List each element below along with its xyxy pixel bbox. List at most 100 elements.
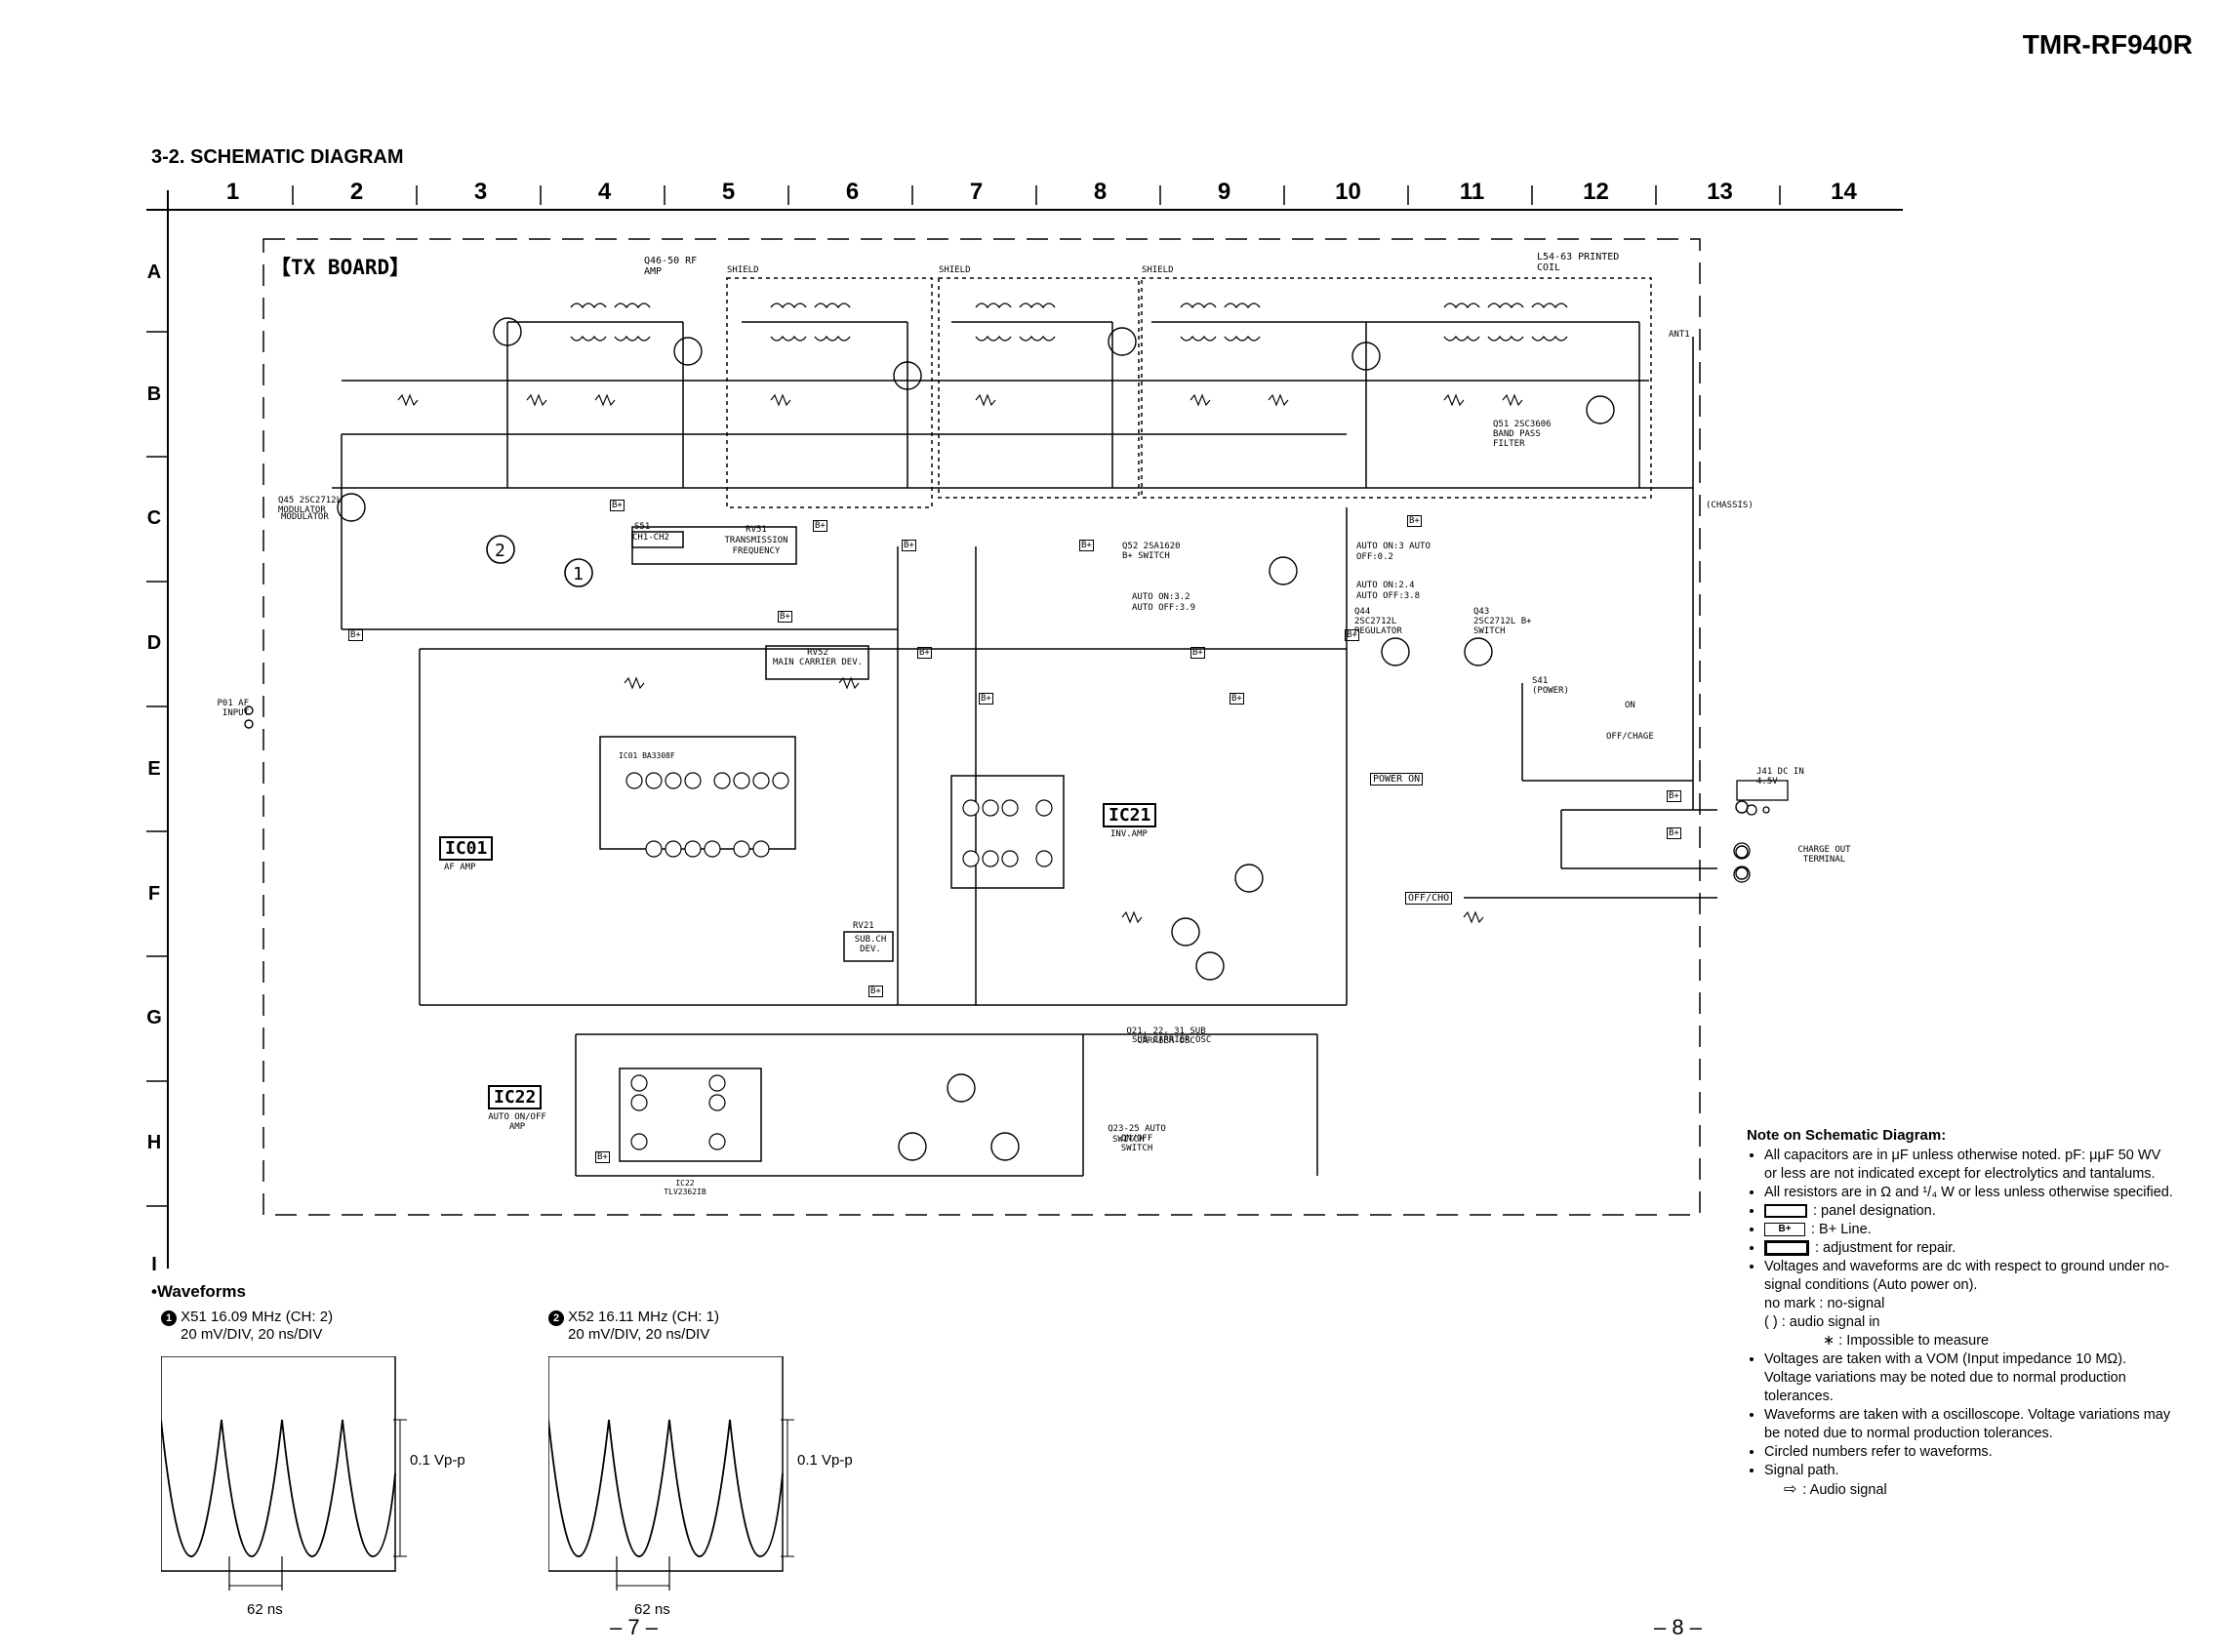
row-letter: I <box>151 1254 157 1275</box>
note-item: All capacitors are in μF unless otherwis… <box>1764 1147 2176 1184</box>
svg-text:2: 2 <box>495 541 505 561</box>
waveform-1-title: X51 16.09 MHz (CH: 2) <box>181 1309 334 1325</box>
shield-label: SHIELD <box>727 265 759 275</box>
waveform-2-vpp: 0.1 Vp-p <box>797 1452 853 1469</box>
bplus-marker: B+ <box>595 1151 610 1163</box>
note-item: Circled numbers refer to waveforms. <box>1764 1443 2176 1462</box>
section-title: 3-2. SCHEMATIC DIAGRAM <box>151 146 404 168</box>
chassis-label: (CHASSIS) <box>1706 501 1754 510</box>
note-text: : Audio signal <box>1802 1482 1887 1498</box>
ic22-sub: AUTO ON/OFF AMP <box>488 1112 546 1132</box>
rv51-sub: TRANSMISSION FREQUENCY <box>724 536 788 556</box>
note-item: Signal path. <box>1764 1462 2176 1480</box>
regulator-label: Q44 2SC2712L REGULATOR <box>1354 607 1402 636</box>
svg-text:SUB CARRIER OSC: SUB CARRIER OSC <box>1132 1035 1211 1045</box>
waveform-2-period: 62 ns <box>634 1601 670 1618</box>
note-item: : panel designation. <box>1764 1202 2176 1221</box>
waveform-2-scale: 20 mV/DIV, 20 ns/DIV <box>568 1326 710 1343</box>
ic01-chip-label: IC01 BA3308F <box>619 751 675 760</box>
bplus-marker: B+ <box>610 500 625 511</box>
row-letter: F <box>147 883 161 905</box>
bplus-marker: B+ <box>868 986 883 997</box>
column-number: 2 <box>349 179 364 205</box>
note-item: Waveforms are taken with a oscilloscope.… <box>1764 1406 2176 1443</box>
note-item: All resistors are in Ω and ¹/₄ W or less… <box>1764 1184 2176 1202</box>
column-number: 4 <box>597 179 612 205</box>
row-letter: H <box>146 1132 162 1153</box>
svg-text:MODULATOR: MODULATOR <box>281 512 329 522</box>
waveform-2-number: 2 <box>548 1310 564 1326</box>
modulator-label: Q45 2SC2712L MODULATOR <box>278 496 343 515</box>
auto-on-off-2: AUTO ON:2.4 AUTO OFF:3.8 <box>1356 581 1421 601</box>
rv52-label: RV52 MAIN CARRIER DEV. <box>767 648 868 667</box>
s51-name: S51 <box>634 522 651 532</box>
model-number: TMR-RF940R <box>2022 29 2193 60</box>
bplus-marker: B+ <box>1407 515 1422 527</box>
auto-on-off-3: AUTO ON:3.2 AUTO OFF:3.9 <box>1132 592 1196 613</box>
on-label: ON <box>1625 701 1635 710</box>
printed-coil-label: L54-63 PRINTED COIL <box>1537 252 1620 273</box>
bplus-marker: B+ <box>902 540 916 551</box>
waveform-2-plot <box>548 1356 794 1591</box>
shield-label: SHIELD <box>1142 265 1174 275</box>
column-number: 8 <box>1093 179 1108 205</box>
note-sub: ( ) : audio signal in <box>1764 1314 1880 1330</box>
audio-signal-arrow-icon: ⇨ <box>1784 1481 1797 1498</box>
ic22-panel: IC22 <box>488 1085 543 1109</box>
panel-designation-icon <box>1764 1204 1807 1219</box>
waveform-1-plot <box>161 1356 407 1591</box>
schematic-notes: Note on Schematic Diagram: All capacitor… <box>1747 1126 2176 1500</box>
bplus-marker: B+ <box>1345 629 1359 641</box>
column-number: 5 <box>721 179 736 205</box>
notes-title: Note on Schematic Diagram: <box>1747 1127 1947 1144</box>
power-on-designation: POWER ON <box>1370 773 1424 786</box>
af-input-label: P01 AF INPUT <box>217 699 249 718</box>
column-number: 9 <box>1217 179 1231 205</box>
power-switch-label: S41 (POWER) <box>1532 676 1569 696</box>
waveform-2-caption: 2 X52 16.11 MHz (CH: 1) 20 mV/DIV, 20 ns… <box>548 1309 802 1344</box>
waveform-1-number: 1 <box>161 1310 177 1326</box>
column-number: 13 <box>1707 179 1733 205</box>
bplus-marker: B+ <box>1079 540 1094 551</box>
ic01-panel: IC01 <box>439 836 494 861</box>
waveform-1-scale: 20 mV/DIV, 20 ns/DIV <box>181 1326 323 1343</box>
sub-osc-label: Q21, 22, 31 SUB CARRIER OSC <box>1126 1027 1206 1046</box>
row-letter: C <box>146 507 162 529</box>
bplus-marker: B+ <box>1667 790 1681 802</box>
off-cho-designation: OFF/CHO <box>1405 892 1453 905</box>
notes-list: All capacitors are in μF unless otherwis… <box>1747 1147 2176 1500</box>
b-switch-label: Q52 2SA1620 B+ SWITCH <box>1122 542 1181 561</box>
auto-switch-label: Q23-25 AUTO ON/OFF SWITCH <box>1108 1124 1166 1153</box>
row-letter: B <box>146 383 162 405</box>
rv21-name: RV21 <box>853 921 874 931</box>
bplus-marker: B+ <box>1230 693 1244 705</box>
bplus-marker: B+ <box>917 647 932 659</box>
column-numbers: 1 2 3 4 5 6 7 8 9 10 11 12 13 14 <box>171 179 1927 208</box>
s51-label: CH1-CH2 <box>632 533 669 543</box>
note-item: Voltages and waveforms are dc with respe… <box>1764 1258 2176 1295</box>
note-sub: no mark : no-signal <box>1764 1296 1885 1311</box>
charge-out-label: CHARGE OUT TERMINAL <box>1797 845 1851 865</box>
bplus-marker: B+ <box>348 629 363 641</box>
note-sub: ∗ : Impossible to measure <box>1823 1333 1990 1349</box>
column-number: 3 <box>473 179 488 205</box>
bplus-marker: B+ <box>813 520 827 532</box>
waveform-2-title: X52 16.11 MHz (CH: 1) <box>568 1309 719 1325</box>
column-number: 12 <box>1583 179 1609 205</box>
column-number: 10 <box>1335 179 1361 205</box>
bplus-marker: B+ <box>778 611 792 623</box>
adjustment-icon <box>1764 1240 1809 1257</box>
column-number: 7 <box>969 179 984 205</box>
note-sub: ⇨ : Audio signal <box>1764 1480 2176 1500</box>
rv52-sub: MAIN CARRIER DEV. <box>772 658 864 667</box>
ic21-sub: INV.AMP <box>1110 829 1148 839</box>
dc-in-label: J41 DC IN 4.5V <box>1756 767 1804 786</box>
row-letter: D <box>146 632 162 654</box>
note-item: B+: B+ Line. <box>1764 1221 2176 1239</box>
auto-on-off-1: AUTO ON:3 AUTO OFF:0.2 <box>1356 542 1431 562</box>
b-switch2-label: Q43 2SC2712L B+ SWITCH <box>1473 607 1532 636</box>
rv21-sub: SUB.CH DEV. <box>854 935 887 954</box>
antenna-label: ANT1 <box>1669 330 1690 340</box>
shield-label: SHIELD <box>939 265 971 275</box>
note-text: : panel designation. <box>1813 1203 1936 1219</box>
